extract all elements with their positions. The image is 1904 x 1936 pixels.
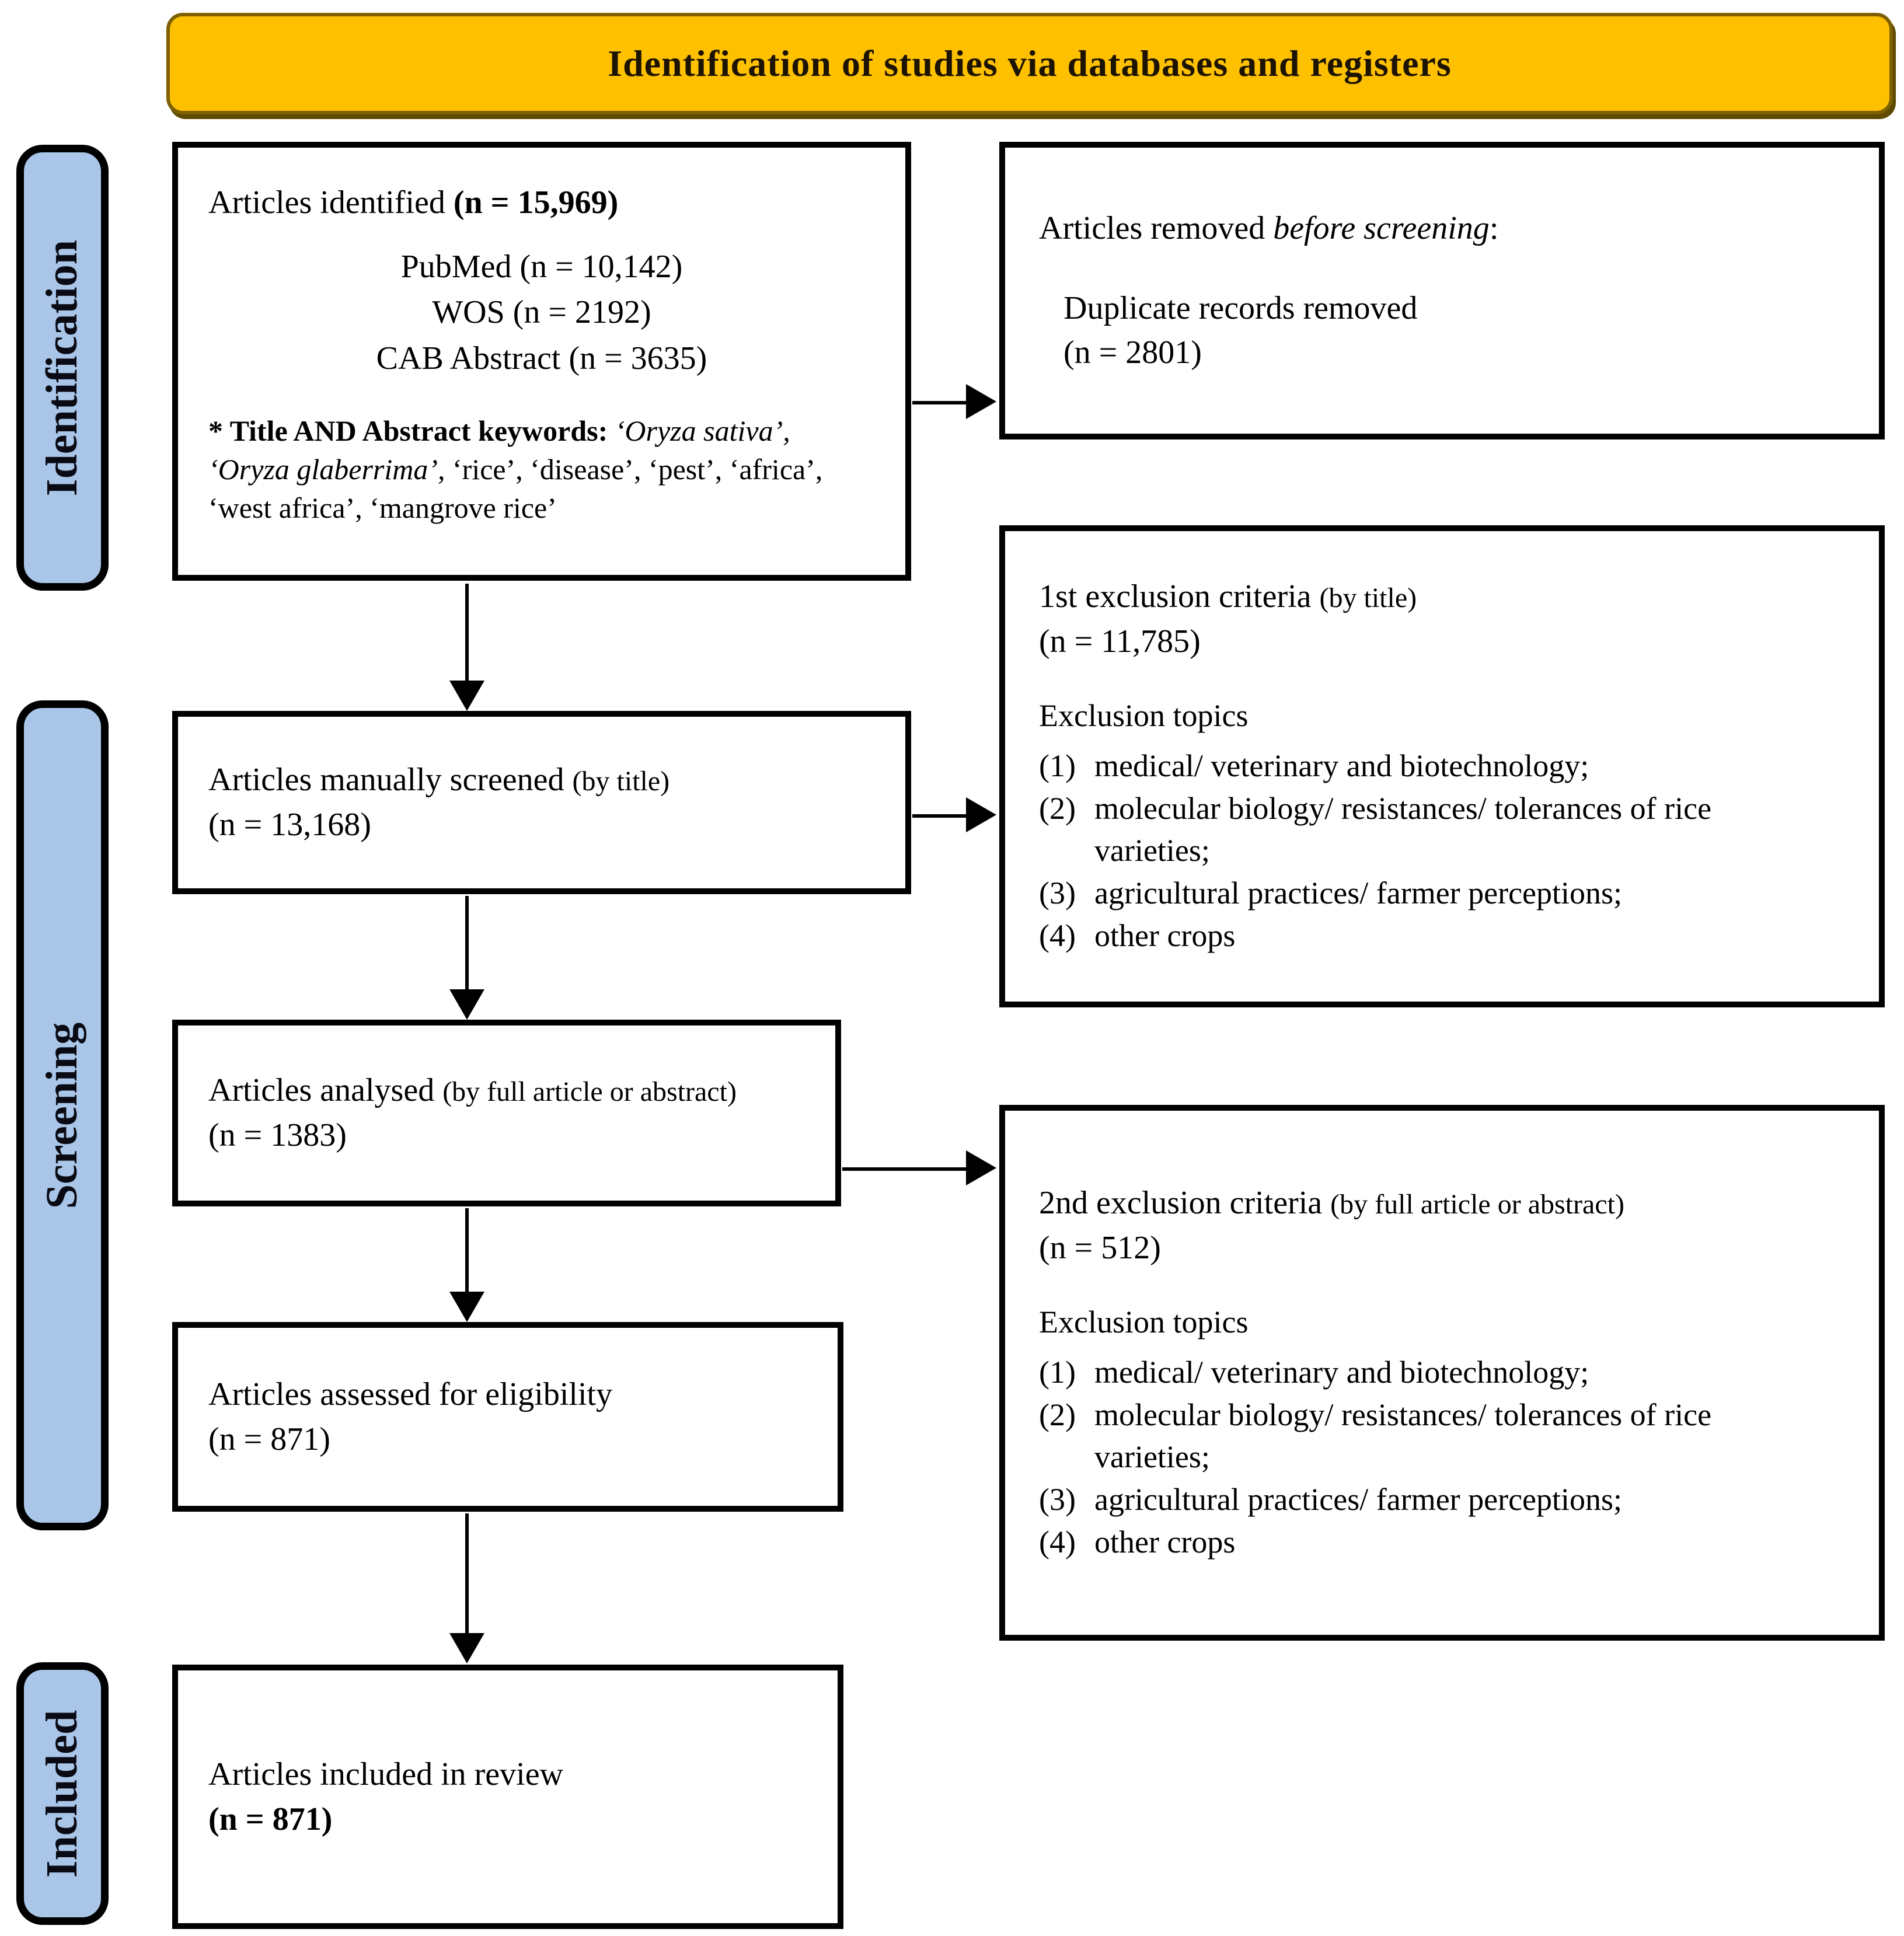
arrow-screened-to-exclusion1-head [966, 797, 996, 832]
topic-item: (2)molecular biology/ resistances/ toler… [1039, 790, 1712, 868]
arrow-identified-to-removed-line [912, 401, 967, 404]
assessed-count: (n = 871) [208, 1421, 330, 1457]
identified-title: Articles identified(n = 15,969) [208, 184, 619, 221]
screened-count: (n = 13,168) [208, 807, 371, 843]
topic-item: (3)agricultural practices/ farmer percep… [1039, 1482, 1623, 1518]
box-second-exclusion: 2nd exclusion criteria(by full article o… [999, 1105, 1885, 1641]
stage-included-label: Included [37, 1710, 87, 1878]
stage-identification: Identification [16, 145, 109, 591]
box-articles-assessed: Articles assessed for eligibility (n = 8… [172, 1322, 843, 1512]
topic-item: (3)agricultural practices/ farmer percep… [1039, 875, 1623, 911]
analysed-count: (n = 1383) [208, 1117, 347, 1153]
stage-screening: Screening [16, 700, 109, 1530]
arrow-screened-to-analysed-line [465, 896, 469, 990]
exclusion1-title: 1st exclusion criteria(by title) [1039, 578, 1417, 615]
arrow-analysed-to-assessed-line [465, 1208, 469, 1293]
diagram-title: Identification of studies via databases … [608, 43, 1452, 84]
identified-keywords: * Title AND Abstract keywords:‘Oryza sat… [208, 411, 875, 527]
assessed-title: Articles assessed for eligibility [208, 1376, 613, 1412]
box-articles-identified: Articles identified(n = 15,969) PubMed (… [172, 142, 911, 581]
arrow-analysed-to-exclusion2-head [966, 1150, 996, 1185]
exclusion2-count: (n = 512) [1039, 1229, 1161, 1266]
identified-sources: PubMed (n = 10,142) WOS (n = 2192) CAB A… [208, 244, 875, 381]
source-pubmed: PubMed (n = 10,142) [400, 248, 683, 285]
arrow-analysed-to-assessed-head [449, 1292, 484, 1322]
analysed-qualifier: (by full article or abstract) [442, 1076, 737, 1108]
box-articles-analysed: Articles analysed(by full article or abs… [172, 1020, 841, 1206]
exclusion1-qualifier: (by title) [1319, 582, 1417, 613]
box-articles-screened: Articles manually screened(by title) (n … [172, 711, 911, 894]
identified-count: (n = 15,969) [453, 184, 619, 221]
exclusion2-qualifier: (by full article or abstract) [1330, 1188, 1624, 1220]
removed-detail-text: Duplicate records removed [1063, 289, 1418, 326]
screened-qualifier: (by title) [572, 766, 670, 797]
exclusion1-topics-label: Exclusion topics [1039, 698, 1249, 734]
stage-included: Included [16, 1662, 109, 1925]
keywords-label: * Title AND Abstract keywords: [208, 414, 608, 447]
removed-title-italic: before screening [1273, 210, 1490, 246]
arrow-identified-to-removed-head [966, 384, 996, 419]
stage-screening-label: Screening [37, 1022, 87, 1209]
arrow-identified-to-screened-head [449, 681, 484, 711]
topic-item: (1)medical/ veterinary and biotechnology… [1039, 1354, 1589, 1390]
box-articles-included: Articles included in review (n = 871) [172, 1665, 843, 1929]
keywords-roman-terms: ‘rice’, ‘disease’, ‘pest’, ‘africa’, ‘we… [208, 452, 823, 524]
removed-detail: Duplicate records removed (n = 2801) [1063, 287, 1845, 375]
analysed-title: Articles analysed(by full article or abs… [208, 1072, 737, 1109]
screened-title: Articles manually screened(by title) [208, 762, 670, 798]
arrow-identified-to-screened-line [465, 584, 469, 683]
exclusion2-topics: (1)medical/ veterinary and biotechnology… [1039, 1351, 1845, 1564]
exclusion1-topics: (1)medical/ veterinary and biotechnology… [1039, 745, 1845, 957]
stage-identification-label: Identification [37, 239, 87, 496]
exclusion2-topics-label: Exclusion topics [1039, 1304, 1249, 1340]
keywords-italic-terms: ‘Oryza sativa’, ‘Oryza glaberrima’, [208, 414, 790, 486]
included-count: (n = 871) [208, 1801, 333, 1837]
topic-item: (2)molecular biology/ resistances/ toler… [1039, 1397, 1712, 1475]
source-wos: WOS (n = 2192) [432, 294, 651, 331]
topic-item: (4)other crops [1039, 1525, 1236, 1560]
header-banner: Identification of studies via databases … [166, 13, 1893, 114]
box-first-exclusion: 1st exclusion criteria(by title) (n = 11… [999, 525, 1885, 1007]
removed-count: (n = 2801) [1063, 334, 1202, 371]
source-cab: CAB Abstract (n = 3635) [376, 340, 707, 376]
included-title: Articles included in review [208, 1756, 564, 1792]
arrow-assessed-to-included-head [449, 1633, 484, 1663]
arrow-analysed-to-exclusion2-line [842, 1167, 967, 1171]
exclusion2-title: 2nd exclusion criteria(by full article o… [1039, 1184, 1624, 1221]
topic-item: (4)other crops [1039, 918, 1236, 954]
arrow-screened-to-analysed-head [449, 989, 484, 1020]
exclusion1-count: (n = 11,785) [1039, 623, 1201, 660]
arrow-screened-to-exclusion1-line [912, 814, 967, 818]
arrow-assessed-to-included-line [465, 1513, 469, 1635]
topic-item: (1)medical/ veterinary and biotechnology… [1039, 748, 1589, 783]
